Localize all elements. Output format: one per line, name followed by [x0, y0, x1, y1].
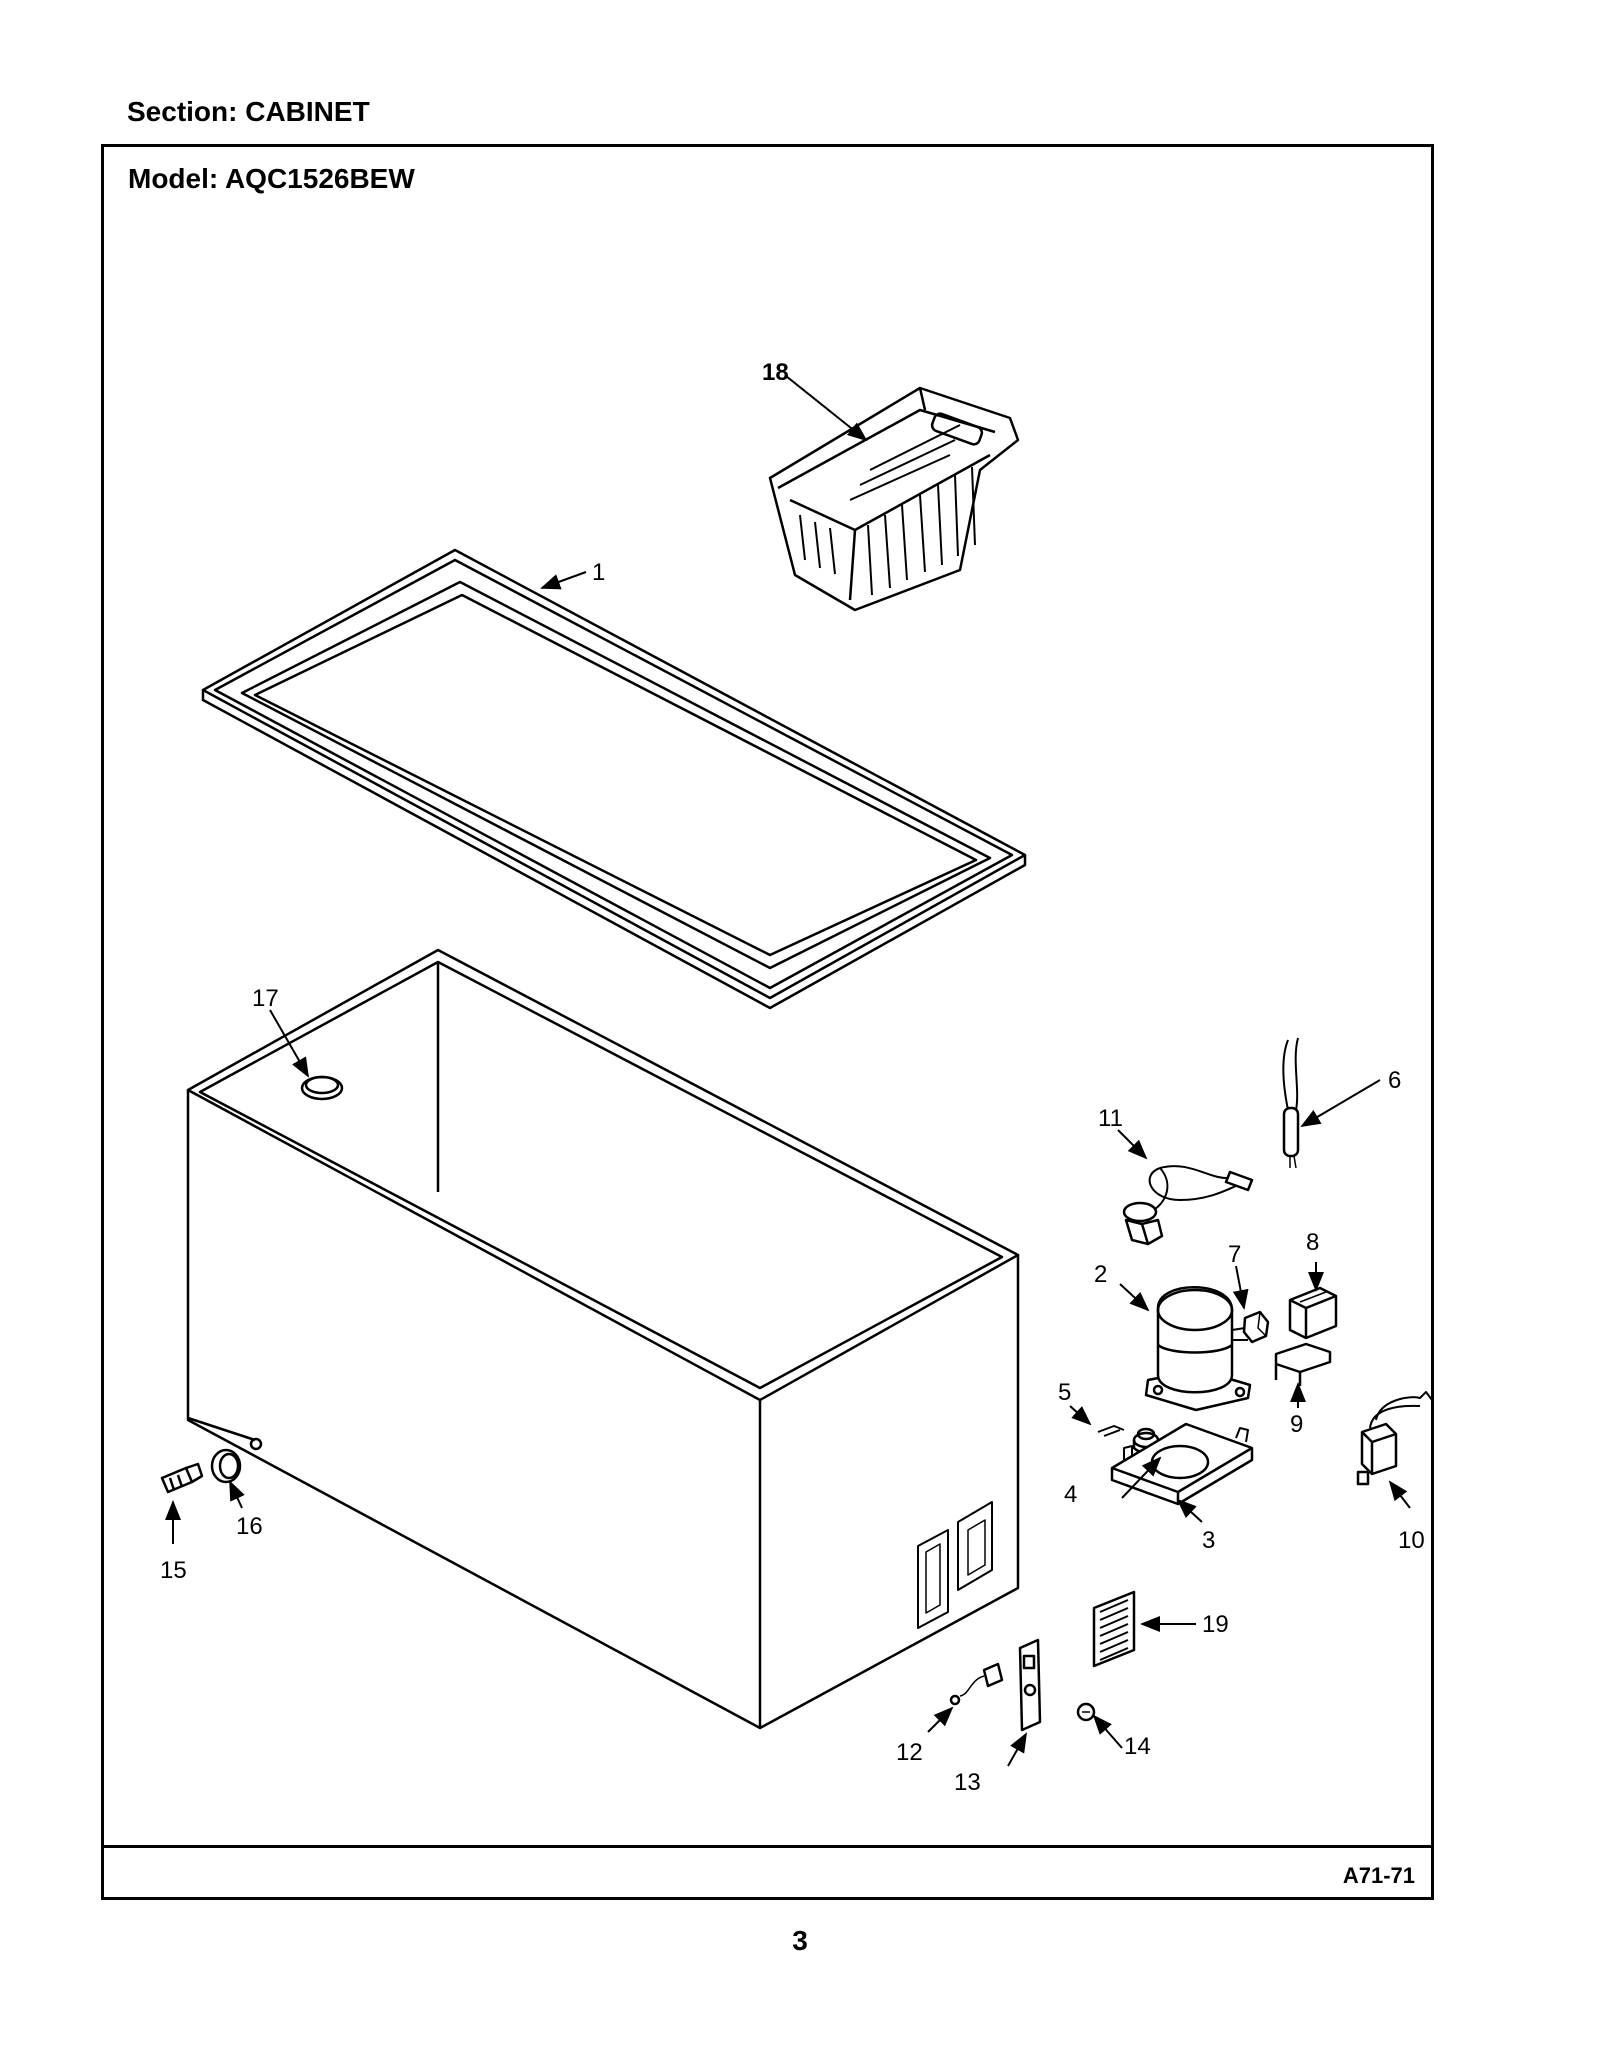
callout-6: 6 [1388, 1067, 1401, 1094]
page-number: 3 [792, 1925, 808, 1956]
callout-11: 11 [1098, 1105, 1123, 1132]
callout-14: 14 [1124, 1733, 1151, 1760]
diagram-frame: Model: AQC1526BEW A71-71 [101, 144, 1434, 1900]
callout-8: 8 [1306, 1229, 1319, 1256]
callout-19: 19 [1202, 1611, 1229, 1638]
condenser-fan-part [1356, 1391, 1433, 1486]
base-plate-part [1110, 1422, 1254, 1506]
thermostat-probe-part [1282, 1037, 1300, 1169]
callout-4: 4 [1064, 1481, 1077, 1508]
leader-arrows [165, 375, 1411, 1767]
bracket-part [1274, 1342, 1332, 1386]
drain-fitting-part [160, 1462, 204, 1494]
grille-part [1092, 1590, 1136, 1668]
callout-16: 16 [236, 1513, 263, 1540]
callout-12: 12 [896, 1739, 923, 1766]
overload-part [1288, 1286, 1338, 1340]
callout-labels: 18 1 17 6 11 8 7 2 5 9 4 3 10 16 15 19 1… [160, 359, 1425, 1796]
thermostat-knob-part [949, 1662, 1004, 1706]
figure-code: A71-71 [1342, 1863, 1415, 1888]
footer-divider [104, 1845, 1431, 1848]
callout-15: 15 [160, 1557, 187, 1584]
cabinet-body [186, 948, 1020, 1730]
plug-part [210, 1448, 242, 1484]
control-panel-part [1018, 1638, 1042, 1732]
model-title: Model: AQC1526BEW [128, 163, 415, 194]
callout-5: 5 [1058, 1379, 1071, 1406]
clip-part [1097, 1425, 1125, 1437]
drain-cap-part [300, 1075, 344, 1101]
gasket-part [201, 548, 1027, 1010]
callout-18: 18 [762, 359, 789, 386]
callout-3: 3 [1202, 1527, 1215, 1554]
power-cord-part [1122, 1165, 1254, 1246]
callout-13: 13 [954, 1769, 981, 1796]
basket-part [768, 386, 1020, 612]
relay-cover-part [1242, 1310, 1270, 1344]
callout-9: 9 [1290, 1411, 1303, 1438]
callout-2: 2 [1094, 1261, 1107, 1288]
callout-1: 1 [592, 559, 605, 586]
compressor-part [1144, 1286, 1252, 1412]
section-title: Section: CABINET [127, 96, 370, 127]
callout-17: 17 [252, 985, 279, 1012]
callout-7: 7 [1228, 1241, 1241, 1268]
light-bulb-part [1076, 1702, 1096, 1722]
callout-10: 10 [1398, 1527, 1425, 1554]
